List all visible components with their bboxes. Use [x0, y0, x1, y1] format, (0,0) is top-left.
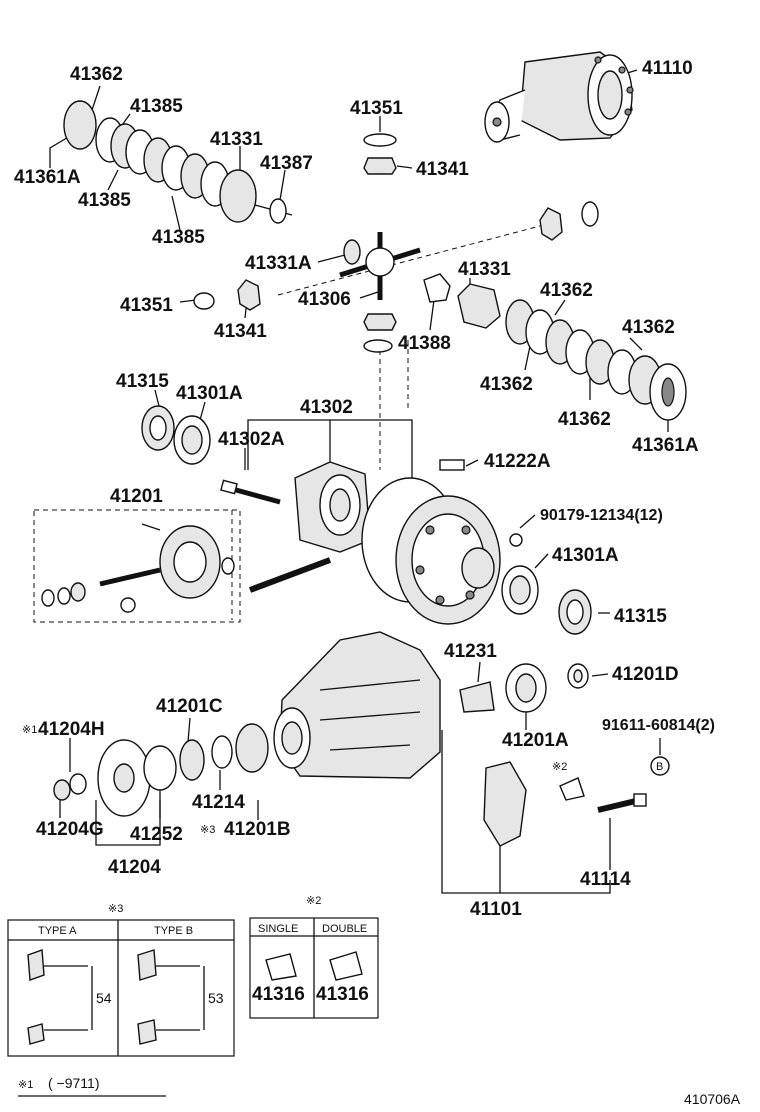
pinion-gear-drawings: [193, 133, 599, 353]
label-41110: 41110: [642, 58, 693, 79]
side-bearing-right-drawing: [501, 565, 592, 635]
label-91611-60814: 91611-60814(2): [602, 717, 715, 734]
label-41201d: 41201D: [612, 664, 679, 685]
part-drawings: [33, 51, 687, 847]
label-41201: 41201: [110, 486, 163, 507]
label-41204: 41204: [108, 857, 161, 878]
label-41204h: 41204H: [38, 719, 105, 740]
differential-case-drawing: [248, 461, 371, 593]
ring-gear-drawing: [361, 459, 523, 625]
label-41351-mid: 41351: [120, 295, 173, 316]
table2-part-double: 41316: [316, 984, 369, 1005]
label-41252: 41252: [130, 824, 183, 845]
label-41331-top: 41331: [210, 129, 263, 150]
side-bearing-left-drawing: [141, 405, 211, 465]
label-41302: 41302: [300, 397, 353, 418]
table3-mark: ※3: [108, 903, 123, 915]
label-41362-r4: 41362: [558, 409, 611, 430]
label-41315-mid: 41315: [614, 606, 667, 627]
label-41301a-top: 41301A: [176, 383, 243, 404]
table3-type-a: TYPE A: [38, 925, 77, 937]
footnote-mark: ※1: [18, 1079, 33, 1091]
mark-1-41204h: ※1: [22, 724, 37, 736]
left-shim-stack-drawing: [63, 100, 293, 224]
label-41331-right: 41331: [458, 259, 511, 280]
label-41341-top: 41341: [416, 159, 469, 180]
label-41231: 41231: [444, 641, 497, 662]
label-41361a-right: 41361A: [632, 435, 699, 456]
label-b-marker: B: [656, 761, 663, 773]
part-number-labels: 41110 41362 41385 41361A 41385 41385 413…: [14, 58, 715, 920]
carrier-housing-drawing: [273, 631, 441, 779]
label-41331a: 41331A: [245, 253, 312, 274]
footnote-text: ( −9711): [48, 1075, 100, 1091]
table3-dim-a: 54: [96, 990, 112, 1006]
label-41387: 41387: [260, 153, 313, 174]
table2-mark: ※2: [306, 895, 321, 907]
table3-dim-b: 53: [208, 990, 224, 1006]
right-shim-stack-drawing: [505, 299, 687, 421]
label-41114: 41114: [580, 869, 631, 890]
label-41385-b: 41385: [78, 190, 131, 211]
footer: ※1 ( −9711) 410706A: [18, 1075, 741, 1107]
table2-part-single: 41316: [252, 984, 305, 1005]
table2-double: DOUBLE: [322, 923, 367, 935]
label-90179-12134: 90179-12134(12): [540, 507, 663, 524]
label-41385-c: 41385: [152, 227, 205, 248]
bracket-type-table: ※2 SINGLE DOUBLE 41316 41316: [249, 895, 379, 1019]
label-41341-mid: 41341: [214, 321, 267, 342]
label-41385-a: 41385: [130, 96, 183, 117]
label-41362-r2: 41362: [622, 317, 675, 338]
label-41201a: 41201A: [502, 730, 569, 751]
label-41201c: 41201C: [156, 696, 223, 717]
label-41306: 41306: [298, 289, 351, 310]
bearing-type-table: ※3 TYPE A TYPE B 54 53: [7, 903, 235, 1057]
mark-2-bracket: ※2: [552, 761, 567, 773]
case-bolt-drawing: [220, 479, 281, 505]
label-41361a-left: 41361A: [14, 167, 81, 188]
label-41362-r1: 41362: [540, 280, 593, 301]
bearing-cap-drawing: [483, 756, 670, 847]
label-41351-top: 41351: [350, 98, 403, 119]
label-41388: 41388: [398, 333, 451, 354]
label-41214: 41214: [192, 792, 245, 813]
table2-single: SINGLE: [258, 923, 298, 935]
pinion-bearing-drawings: [459, 663, 589, 713]
label-41204g: 41204G: [36, 819, 104, 840]
label-41201b: 41201B: [224, 819, 291, 840]
label-41362-top: 41362: [70, 64, 123, 85]
diagram-id: 410706A: [684, 1091, 741, 1107]
table3-type-b: TYPE B: [154, 925, 193, 937]
label-41101: 41101: [470, 899, 522, 920]
gear-set-box-drawing: [33, 509, 241, 623]
label-41362-r3: 41362: [480, 374, 533, 395]
label-41302a: 41302A: [218, 429, 285, 450]
label-41315-top: 41315: [116, 371, 169, 392]
label-41222a: 41222A: [484, 451, 551, 472]
mark-3-41201b: ※3: [200, 824, 215, 836]
carrier-assembly-drawing: [484, 51, 634, 143]
label-41301a-mid: 41301A: [552, 545, 619, 566]
companion-flange-drawing: [53, 723, 269, 817]
